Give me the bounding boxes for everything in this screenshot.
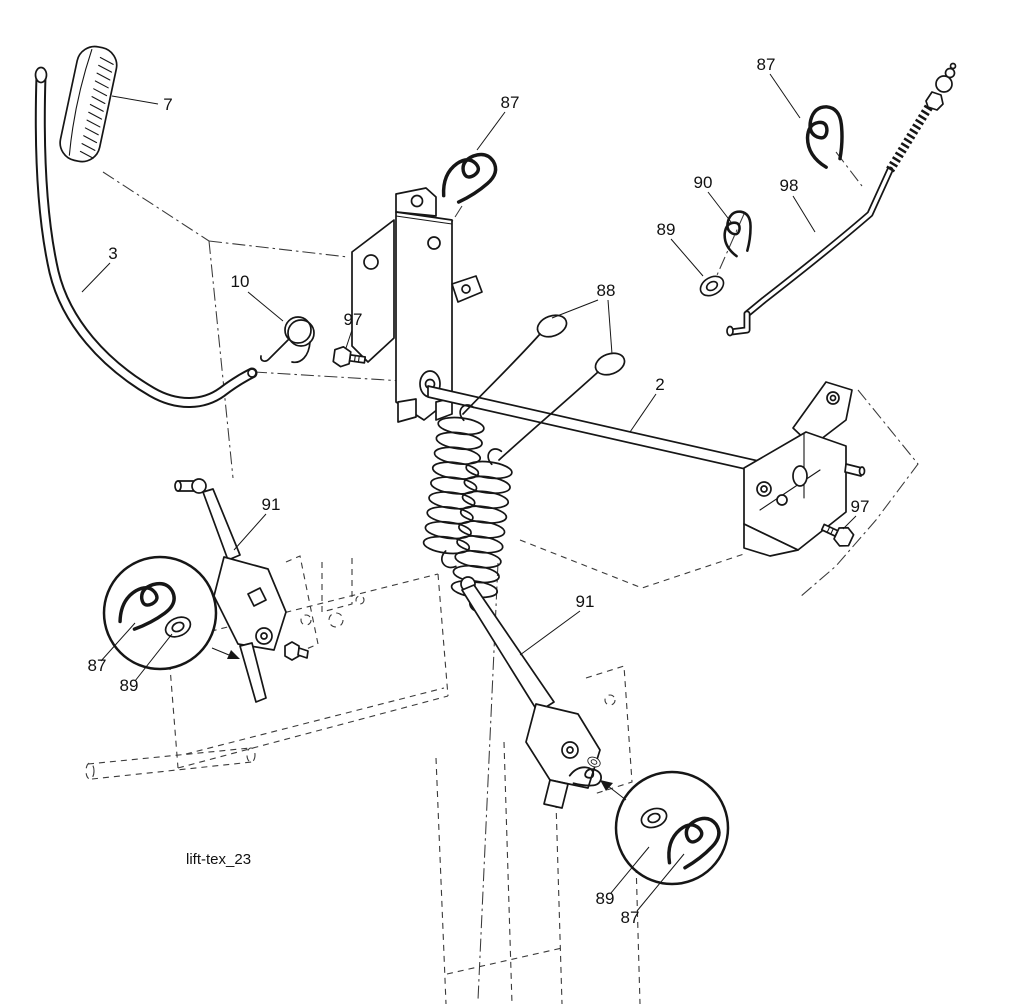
- part-label-87-inset-right: 87: [621, 908, 640, 927]
- part-label-89-inset-left: 89: [120, 676, 139, 695]
- part-label-89-inset-right: 89: [596, 889, 615, 908]
- tension-spring-left: [420, 400, 488, 571]
- hairpin-clip-87-top-right: [790, 99, 863, 173]
- right-bracket: [743, 381, 866, 557]
- lift-handle-rod-3: [34, 66, 258, 408]
- part-label-97-right: 97: [851, 497, 870, 516]
- part-label-98: 98: [780, 176, 799, 195]
- part-label-3: 3: [108, 244, 117, 263]
- spring-link-wires-88: [462, 314, 626, 461]
- lift-link-rod-98: [726, 62, 957, 337]
- torsion-spring-10: [260, 316, 315, 364]
- diagram-caption: lift-tex_23: [186, 851, 251, 868]
- part-label-90: 90: [694, 173, 713, 192]
- deck-outline-left: [85, 554, 449, 780]
- part-label-97-left: 97: [344, 310, 363, 329]
- part-labels: 7 87 87 90 98 89 3 10 97 88 2 91 97 87 8…: [88, 55, 870, 927]
- part-label-88: 88: [597, 281, 616, 300]
- inset-detail-left: [102, 555, 240, 671]
- part-label-87-top-center: 87: [501, 93, 520, 112]
- part-label-10: 10: [231, 272, 250, 291]
- part-label-89-top-right: 89: [657, 220, 676, 239]
- lever-91-right: [460, 576, 606, 809]
- part-label-87-inset-left: 87: [88, 656, 107, 675]
- part-label-87-top-right: 87: [757, 55, 776, 74]
- leader-lines: [81, 73, 857, 912]
- hairpin-clip-90: [712, 206, 766, 260]
- threaded-section: [886, 102, 934, 173]
- part-label-91-left: 91: [262, 495, 281, 514]
- washer-89-top-right: [696, 271, 728, 301]
- inset-arrow-left: [227, 650, 240, 659]
- mount-bracket: [351, 187, 483, 423]
- handle-grip-7: [59, 45, 118, 163]
- lever-91-left: [174, 478, 309, 703]
- part-label-91-right: 91: [576, 592, 595, 611]
- part-label-2: 2: [655, 375, 664, 394]
- inset-arrow-right: [600, 780, 613, 791]
- hairpin-clip-87-top-center: [438, 144, 501, 211]
- tension-spring-right: [448, 444, 516, 615]
- inset-detail-right: [600, 770, 730, 886]
- grip-hatching: [79, 56, 114, 159]
- part-label-7: 7: [163, 95, 172, 114]
